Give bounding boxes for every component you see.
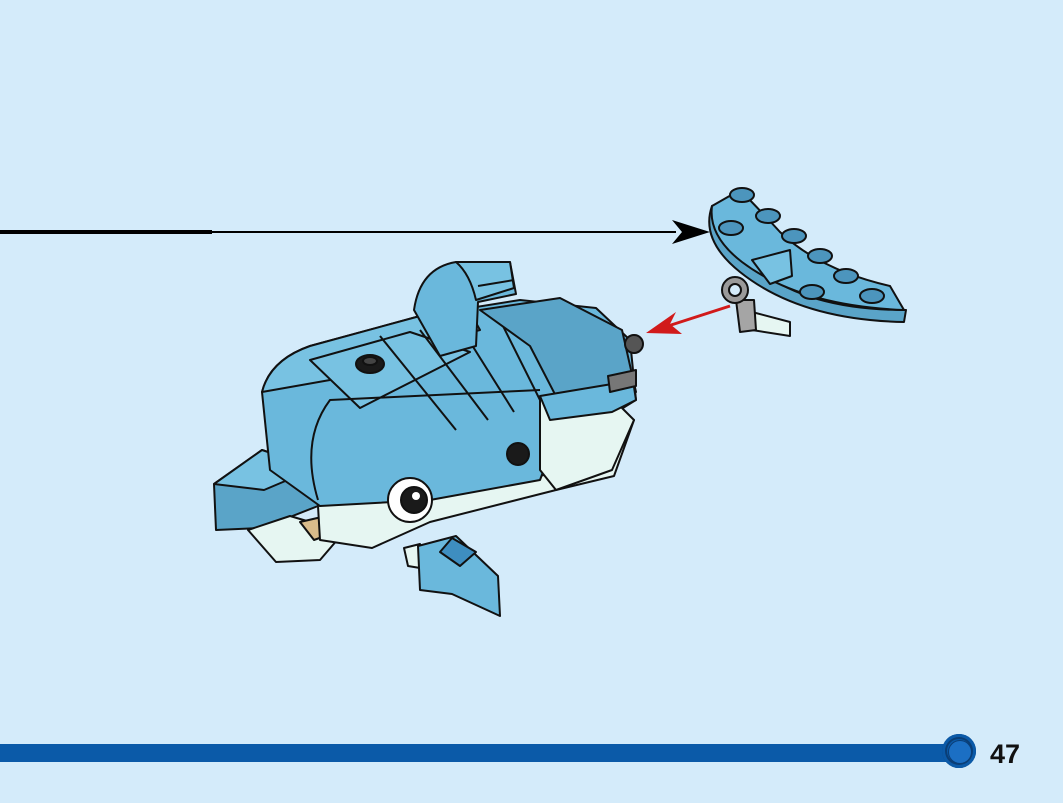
attach-arrow-icon (646, 304, 731, 334)
footer-bar (0, 744, 958, 762)
fin-studs (718, 187, 885, 304)
page-number: 47 (990, 739, 1021, 769)
callout-arrow-icon (0, 220, 710, 244)
dolphin-model (213, 261, 644, 617)
page-badge-icon (942, 734, 976, 768)
fin-subassembly (708, 187, 907, 337)
